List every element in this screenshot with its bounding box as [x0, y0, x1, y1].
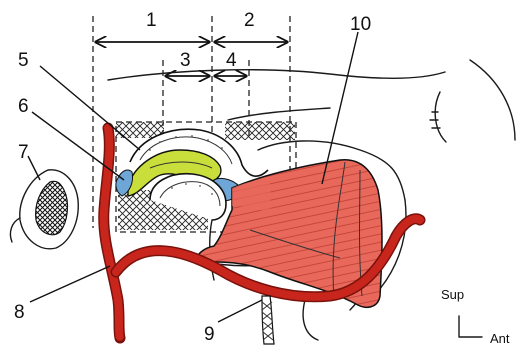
- label-7: 7: [18, 142, 29, 163]
- label-10: 10: [350, 14, 371, 35]
- label-9: 9: [204, 324, 215, 345]
- label-8: 8: [14, 302, 25, 323]
- orientation-marker: Sup Ant: [441, 287, 510, 346]
- orientation-sup-label: Sup: [441, 287, 464, 302]
- nerve: [262, 296, 274, 344]
- label-3: 3: [180, 50, 191, 71]
- label-2: 2: [244, 10, 255, 31]
- label-1: 1: [146, 10, 157, 31]
- external-ear: [10, 170, 78, 249]
- orientation-ant-label: Ant: [490, 331, 510, 346]
- label-6: 6: [18, 96, 29, 117]
- label-4: 4: [226, 50, 237, 71]
- label-5: 5: [18, 50, 29, 71]
